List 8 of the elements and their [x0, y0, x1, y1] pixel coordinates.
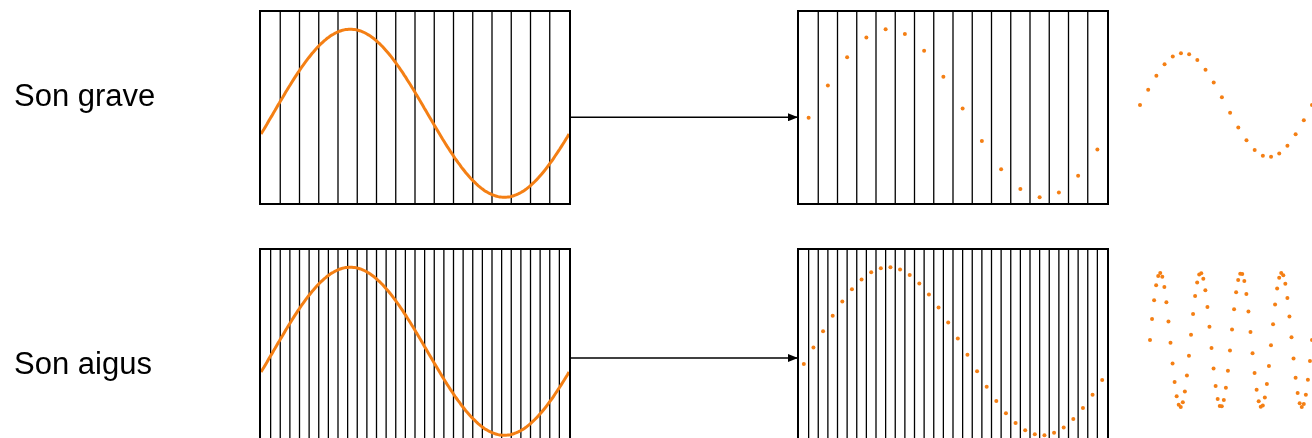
- row-label: Son grave: [14, 78, 156, 114]
- sampled-points-drawing: [797, 248, 1109, 438]
- sampled-points-drawing: [797, 10, 1109, 205]
- waveform-grid-drawing: [259, 248, 571, 438]
- waveform-grid-drawing: [259, 10, 571, 205]
- arrow: [570, 113, 798, 122]
- row-label: Son aigus: [14, 346, 152, 382]
- arrow: [570, 354, 798, 362]
